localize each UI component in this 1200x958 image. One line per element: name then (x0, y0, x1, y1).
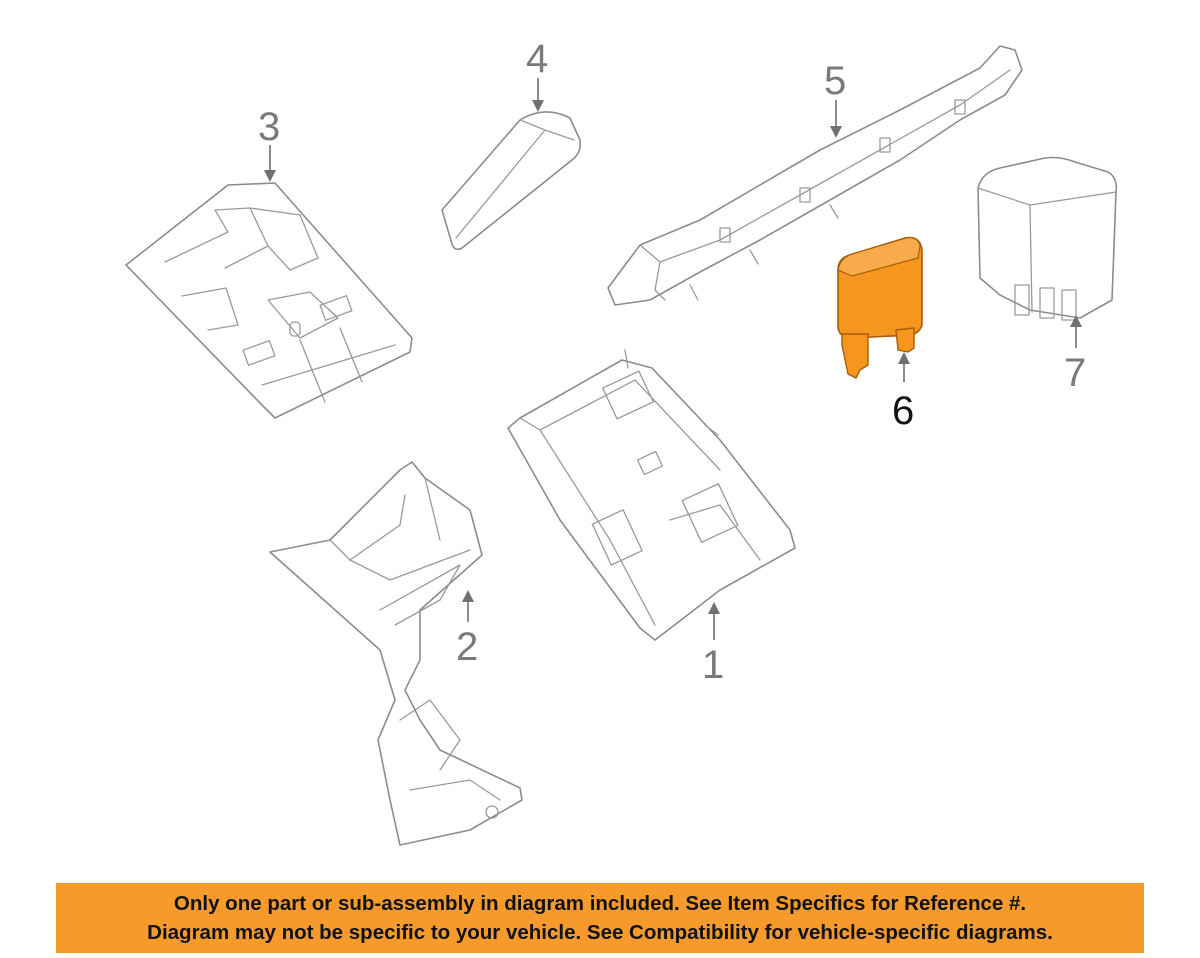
callout-labels: 1 2 3 4 5 6 7 (258, 37, 1086, 687)
disclaimer-line-1: Only one part or sub-assembly in diagram… (173, 892, 1027, 915)
part-7-relay (977, 156, 1118, 321)
part-1-fuse-box (507, 349, 796, 641)
fuse-top (837, 237, 921, 277)
disclaimer-line-2: Diagram may not be specific to your vehi… (147, 921, 1053, 944)
part-2-bracket (269, 461, 523, 846)
callout-2: 2 (456, 625, 478, 669)
callout-6: 6 (892, 389, 914, 433)
part-3-cover-plate (125, 182, 413, 419)
part-6-maxi-fuse (837, 236, 923, 379)
callout-1: 1 (702, 643, 724, 687)
exploded-parts-diagram: 1 2 3 4 5 6 7 (125, 37, 1118, 846)
disclaimer-banner: Only one part or sub-assembly in diagram… (56, 883, 1144, 953)
callout-7: 7 (1064, 351, 1086, 395)
fuse-blade-left (841, 333, 869, 379)
part-4-cover-lid (441, 111, 582, 251)
callout-leaders (264, 78, 1082, 640)
callout-3: 3 (258, 105, 280, 149)
callout-4: 4 (526, 37, 548, 81)
fuse-blade-right (895, 327, 915, 353)
callout-5: 5 (824, 59, 846, 103)
part-5-fuse-rail (607, 45, 1023, 306)
